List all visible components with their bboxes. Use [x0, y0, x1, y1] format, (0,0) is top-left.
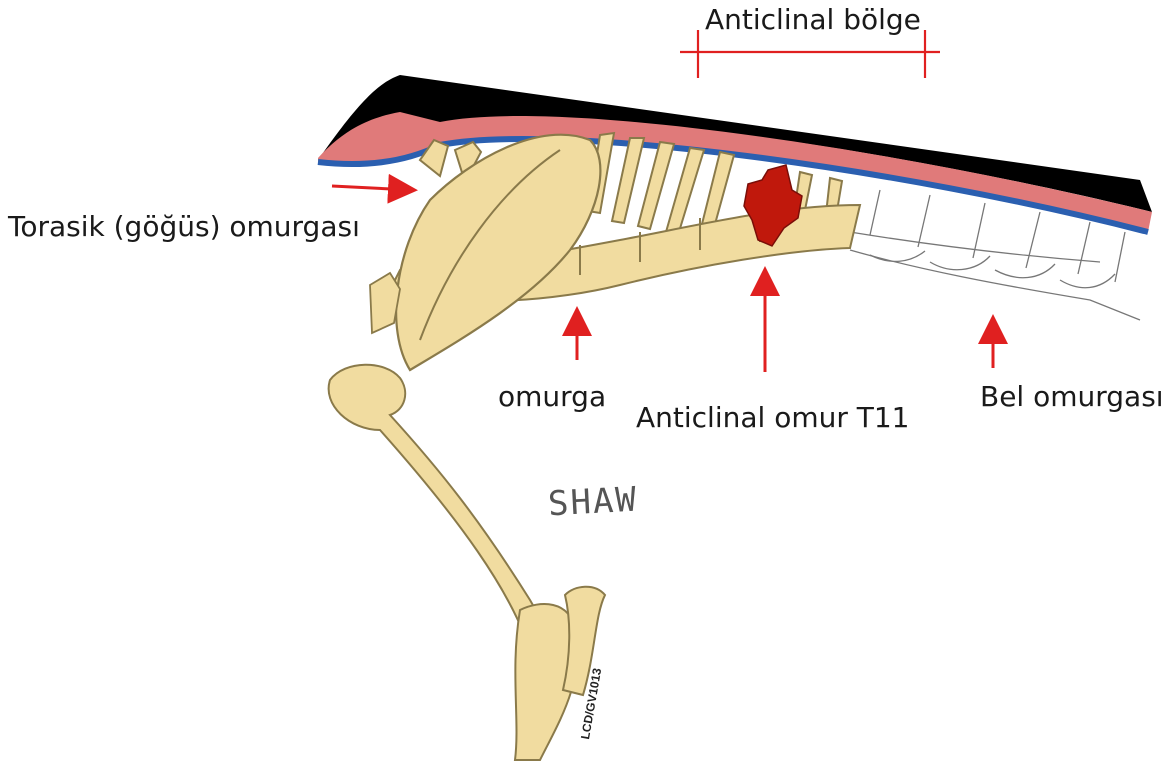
spine-label: omurga — [498, 383, 606, 411]
artist-signature: SHAW — [547, 480, 639, 525]
lumbar-spine-label: Bel omurgası — [980, 383, 1164, 411]
anticlinal-region-label: Anticlinal bölge — [705, 6, 921, 34]
anticlinal-vertebra-label: Anticlinal omur T11 — [636, 404, 910, 432]
thoracic-arrow — [332, 186, 412, 190]
anticlinal-region-bracket — [680, 30, 940, 78]
thoracic-spine-label: Torasik (göğüs) omurgası — [8, 213, 360, 241]
foreleg — [329, 365, 605, 760]
